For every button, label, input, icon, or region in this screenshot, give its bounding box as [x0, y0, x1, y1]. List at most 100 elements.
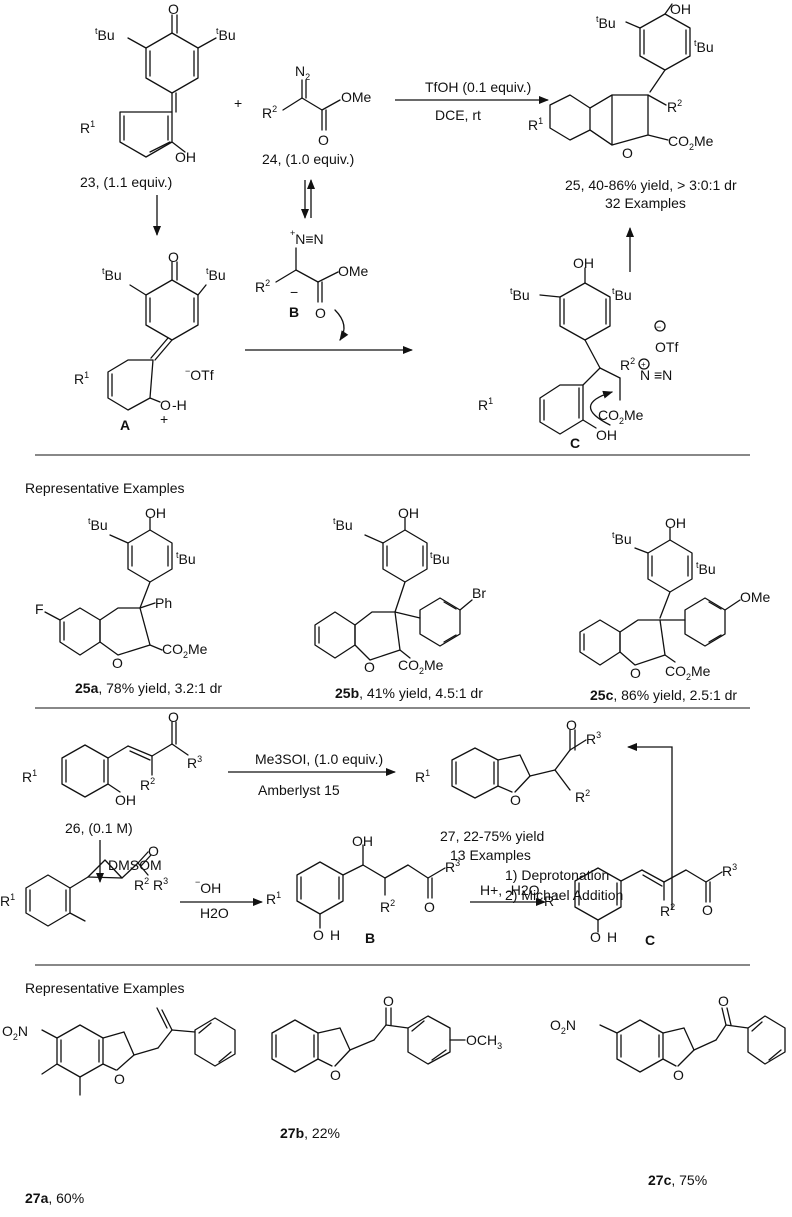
compound-25-structure: OH tBu tBu R2 CO2Me O R1: [528, 1, 714, 161]
svg-text:R1: R1: [544, 892, 559, 909]
svg-text:R1: R1: [22, 768, 37, 785]
svg-text:OH: OH: [145, 505, 166, 521]
intermediate-C-structure: OH tBu tBu OH R1 R2 N + ≡N CO2Me − OTf: [478, 255, 678, 443]
svg-text:tBu: tBu: [612, 530, 632, 547]
hydroxide-conditions: H2O: [200, 905, 229, 921]
compound-25a-structure: OH tBu tBu F Ph CO2Me O: [35, 505, 208, 671]
conditions-top-1: TfOH (0.1 equiv.): [425, 79, 531, 95]
label-27c: 27c, 75%: [648, 1172, 707, 1188]
svg-text:R3: R3: [187, 754, 202, 771]
svg-text:OMe: OMe: [338, 263, 369, 279]
svg-text:-H: -H: [172, 397, 187, 413]
svg-text:N2: N2: [295, 63, 310, 82]
compound-24-structure: N2 R2 OMe O: [262, 63, 372, 148]
svg-text:−: −: [290, 284, 298, 300]
svg-text:R2 R3: R2 R3: [134, 876, 168, 893]
svg-text:OMe: OMe: [740, 589, 771, 605]
label-27: 27, 22-75% yield: [440, 828, 544, 844]
svg-text:O2N: O2N: [550, 1017, 576, 1036]
compound-27a-structure: O O2N: [2, 1007, 236, 1096]
svg-text:R1: R1: [0, 892, 15, 909]
svg-text:R1: R1: [74, 370, 89, 387]
svg-text:O: O: [718, 993, 729, 1009]
svg-text:Ph: Ph: [155, 595, 172, 611]
conditions-bottom-1: DCE, rt: [435, 107, 481, 123]
svg-text:O: O: [383, 993, 394, 1009]
svg-text:R1: R1: [528, 116, 543, 133]
mechanism-step-1: 1) Deprotonation: [505, 867, 609, 883]
svg-text:R3: R3: [445, 858, 460, 875]
svg-text:≡N: ≡N: [654, 367, 672, 383]
intermediate-B-structure: +N≡N R2 − OMe O: [255, 228, 369, 341]
svg-text:R1: R1: [415, 768, 430, 785]
svg-text:O: O: [630, 665, 641, 681]
svg-text:R3: R3: [586, 730, 601, 747]
compound-25c-structure: OH tBu tBu OMe CO2Me O: [579, 515, 771, 682]
compound-26-structure: O R3 R2 OH R1: [22, 709, 202, 808]
svg-text:tBu: tBu: [102, 266, 122, 283]
svg-text:tBu: tBu: [510, 286, 530, 303]
svg-text:O: O: [622, 145, 633, 161]
svg-text:tBu: tBu: [596, 14, 616, 31]
svg-text:tBu: tBu: [694, 38, 714, 55]
svg-text:O: O: [330, 1067, 341, 1083]
compound-27b-structure: O O OCH3: [271, 993, 502, 1083]
svg-text:R2: R2: [620, 356, 635, 373]
svg-text:R3: R3: [722, 862, 737, 879]
svg-text:O: O: [673, 1067, 684, 1083]
label-C-2: C: [645, 932, 655, 948]
svg-text:R1: R1: [80, 119, 95, 136]
svg-text:O: O: [702, 902, 713, 918]
svg-text:OH: OH: [665, 515, 686, 531]
svg-text:R2: R2: [575, 788, 590, 805]
label-B-1: B: [289, 304, 299, 320]
svg-text:OH: OH: [352, 833, 373, 849]
svg-text:tBu: tBu: [176, 550, 196, 567]
svg-text:tBu: tBu: [430, 550, 450, 567]
svg-text:tBu: tBu: [696, 560, 716, 577]
compound-27-structure: O O R3 R2 R1: [415, 717, 601, 808]
label-25-examples: 32 Examples: [605, 195, 686, 211]
compound-25b-structure: OH tBu tBu Br CO2Me O: [314, 505, 486, 676]
svg-text:O: O: [364, 659, 375, 675]
examples-header-2: Representative Examples: [25, 980, 185, 996]
svg-text:O: O: [318, 132, 329, 148]
svg-text:R1: R1: [266, 890, 281, 907]
svg-text:OH: OH: [596, 427, 617, 443]
label-24: 24, (1.0 equiv.): [262, 151, 354, 167]
label-A: A: [120, 417, 130, 433]
svg-text:N: N: [640, 367, 650, 383]
svg-text:OH: OH: [175, 149, 196, 165]
svg-text:tBu: tBu: [216, 26, 236, 43]
svg-text:+: +: [641, 360, 646, 369]
svg-text:CO2Me: CO2Me: [665, 663, 711, 682]
svg-text:F: F: [35, 601, 44, 617]
svg-text:O: O: [424, 899, 435, 915]
conditions-bottom-2: Amberlyst 15: [258, 782, 340, 798]
label-25: 25, 40-86% yield, > 3:0:1 dr: [565, 177, 737, 193]
examples-header-1: Representative Examples: [25, 480, 185, 496]
svg-text:OH: OH: [398, 505, 419, 521]
label-26: 26, (0.1 M): [65, 820, 133, 836]
svg-text:R2: R2: [262, 104, 277, 121]
label-27a: 27a, 60%: [25, 1190, 84, 1206]
svg-text:−: −: [656, 322, 661, 332]
svg-text:Br: Br: [472, 585, 486, 601]
svg-text:CO2Me: CO2Me: [598, 407, 644, 426]
svg-text:OMe: OMe: [341, 89, 372, 105]
svg-text:+N≡N: +N≡N: [290, 228, 324, 247]
svg-text:CO2Me: CO2Me: [668, 133, 714, 152]
intermediate-A-structure: O tBu tBu O -H + −OTf R1: [74, 249, 226, 427]
intermediate-B2-structure: OH R2 R3 O O H R1: [266, 833, 460, 943]
conditions-top-2: Me3SOI, (1.0 equiv.): [255, 751, 383, 767]
svg-text:O: O: [566, 717, 577, 733]
svg-text:O: O: [313, 927, 324, 943]
compound-23-structure: O tBu tBu OH R1: [80, 1, 236, 165]
svg-text:O: O: [168, 249, 179, 265]
plus-sign: +: [234, 95, 242, 111]
svg-text:tBu: tBu: [333, 516, 353, 533]
label-25b: 25b, 41% yield, 4.5:1 dr: [335, 685, 483, 701]
svg-text:O: O: [148, 843, 159, 859]
svg-text:CO2Me: CO2Me: [162, 641, 208, 660]
svg-text:R2: R2: [667, 98, 682, 115]
